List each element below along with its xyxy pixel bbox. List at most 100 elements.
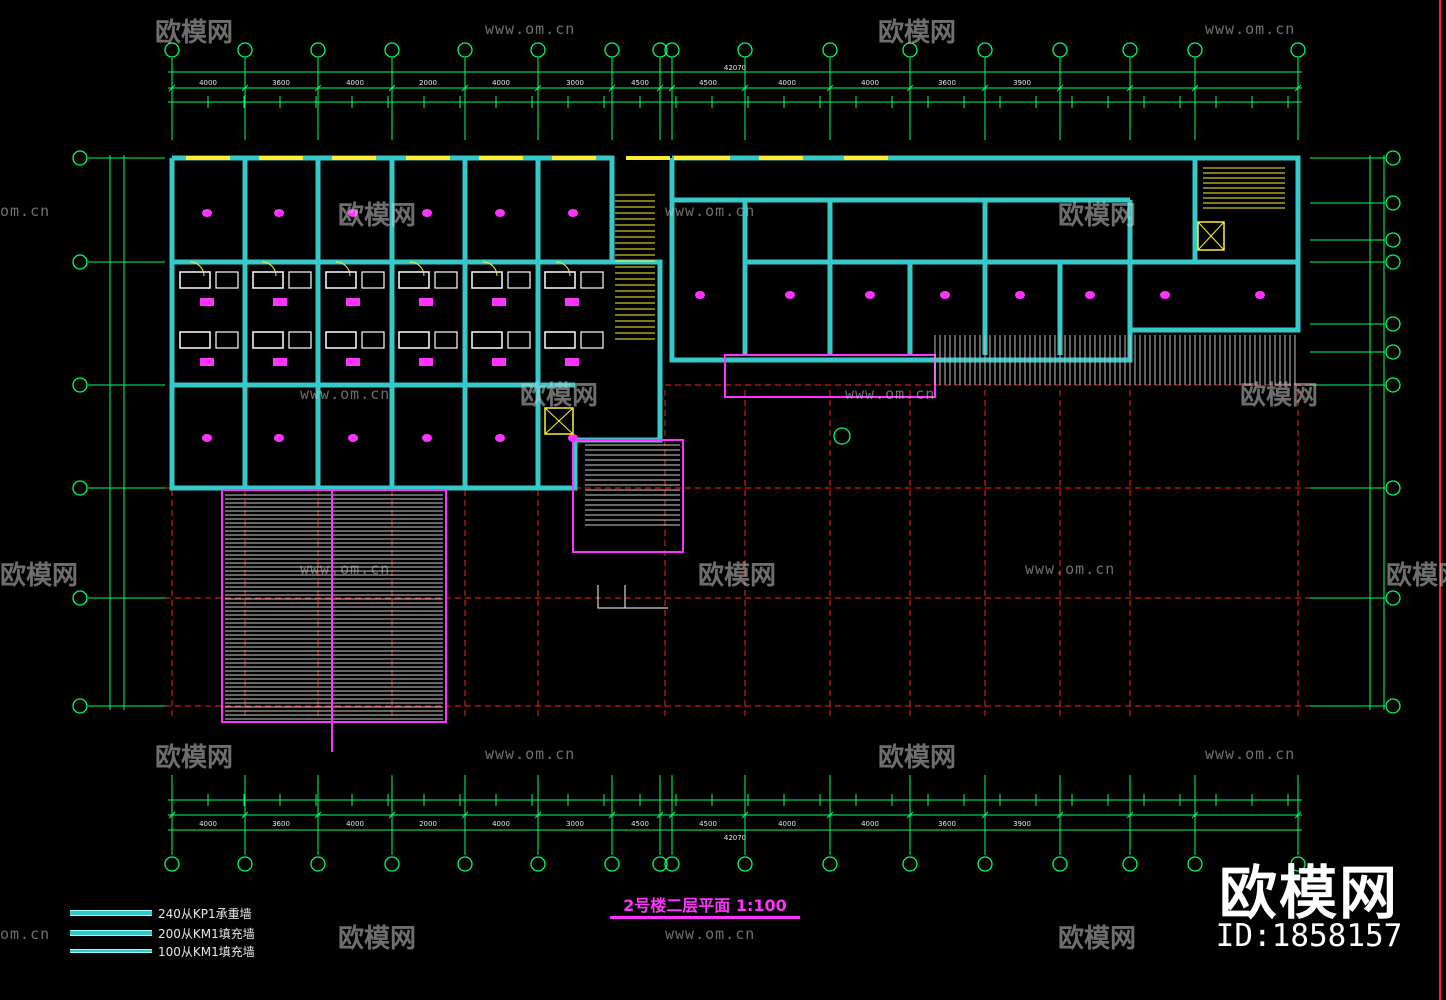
sink (507, 331, 531, 349)
entry-step (597, 585, 626, 609)
building-walls (169, 155, 1301, 491)
dim-text-bottom: 4000 (346, 820, 364, 828)
door-tag (346, 358, 360, 366)
axis-bubble (652, 42, 668, 58)
door-tag (346, 298, 360, 306)
room-tag (274, 209, 284, 217)
dim-mark (741, 84, 749, 92)
drawing-title: 2号楼二层平面 1:100 (623, 896, 787, 915)
watermark-url: www.om.cn (1025, 560, 1116, 578)
canopy-outline (221, 489, 447, 723)
room-tag (495, 209, 505, 217)
dim-text-bottom: 4000 (492, 820, 510, 828)
red-dashed-axes (165, 384, 1310, 720)
dim-text-top: 4500 (631, 79, 649, 87)
door-swing (555, 261, 571, 277)
dim-mark (461, 84, 469, 92)
window (844, 156, 888, 160)
elevator-x (544, 407, 574, 435)
dim-mark (461, 811, 469, 819)
dim-mark (1294, 811, 1302, 819)
dim-text-bottom: 4500 (699, 820, 717, 828)
axis-bubble (457, 42, 473, 58)
axis-bubble (737, 42, 753, 58)
dim-text-top: 4000 (492, 79, 510, 87)
axis-bubble (822, 42, 838, 58)
elevator-shaft (1197, 221, 1225, 251)
axis-bubble (164, 856, 180, 872)
axis-bubble (72, 480, 88, 496)
dim-text-top: 3600 (938, 79, 956, 87)
dim-mark (741, 811, 749, 819)
axis-bubble (1385, 150, 1401, 166)
axis-bubble (237, 42, 253, 58)
axis-bubble (902, 42, 918, 58)
room-tag (202, 434, 212, 442)
dim-mark (656, 811, 664, 819)
axis-bubble (384, 42, 400, 58)
dim-mark (314, 84, 322, 92)
axis-bubble (1385, 232, 1401, 248)
window (686, 156, 730, 160)
window (626, 156, 670, 160)
dim-text-top: 4000 (346, 79, 364, 87)
axis-bubble (1290, 856, 1306, 872)
axis-bubble (1385, 480, 1401, 496)
axis-bubble (1385, 590, 1401, 606)
axis-bubble (1122, 42, 1138, 58)
sink (288, 271, 312, 289)
dim-text-top: 3600 (272, 79, 290, 87)
room-tag (1085, 291, 1095, 299)
axis-bubble (1052, 856, 1068, 872)
watermark-url: www.om.cn (665, 202, 756, 220)
watermark-text: 欧模网 (1058, 201, 1137, 231)
dim-text-bottom: 3600 (272, 820, 290, 828)
room-tag (1015, 291, 1025, 299)
bathtub (471, 331, 503, 349)
axis-bubble (1187, 856, 1203, 872)
bathtub (179, 331, 211, 349)
room-details (179, 156, 1265, 445)
dim-mark (534, 84, 542, 92)
dim-text-top: 3900 (1013, 79, 1031, 87)
watermark-text: 欧模网 (338, 201, 417, 231)
room-tag (422, 209, 432, 217)
bathtub (179, 271, 211, 289)
axis-bubble (310, 856, 326, 872)
window (259, 156, 303, 160)
sink (434, 271, 458, 289)
axis-bubble (530, 856, 546, 872)
axis-bubble (72, 150, 88, 166)
axis-bubble (652, 856, 668, 872)
window (332, 156, 376, 160)
room-tag (940, 291, 950, 299)
axis-bubbles (72, 42, 1401, 872)
green-axis-lines (88, 58, 1385, 855)
watermark-url: www.om.cn (485, 745, 576, 763)
dim-mark (1056, 84, 1064, 92)
door-tag (273, 358, 287, 366)
room-tag (1255, 291, 1265, 299)
window (186, 156, 230, 160)
watermark-url: www.om.cn (485, 20, 576, 38)
axis-bubble (1385, 316, 1401, 332)
dim-mark (656, 84, 664, 92)
axis-bubble (977, 856, 993, 872)
axis-bubble (530, 42, 546, 58)
dim-mark (608, 84, 616, 92)
watermark-text: 欧模网 (698, 561, 777, 591)
dim-text-top: 4000 (778, 79, 796, 87)
door-tag (419, 298, 433, 306)
dim-text-bottom: 4500 (631, 820, 649, 828)
room-tag (202, 209, 212, 217)
dim-mark (906, 811, 914, 819)
dim-total-top: 42070 (724, 64, 746, 72)
dim-text-bottom: 3000 (566, 820, 584, 828)
axis-bubble (1290, 42, 1306, 58)
room-tag (865, 291, 875, 299)
axis-bubble (1385, 698, 1401, 714)
axis-bubble (72, 590, 88, 606)
dim-mark (1191, 811, 1199, 819)
room-tag (695, 291, 705, 299)
door-tag (273, 298, 287, 306)
